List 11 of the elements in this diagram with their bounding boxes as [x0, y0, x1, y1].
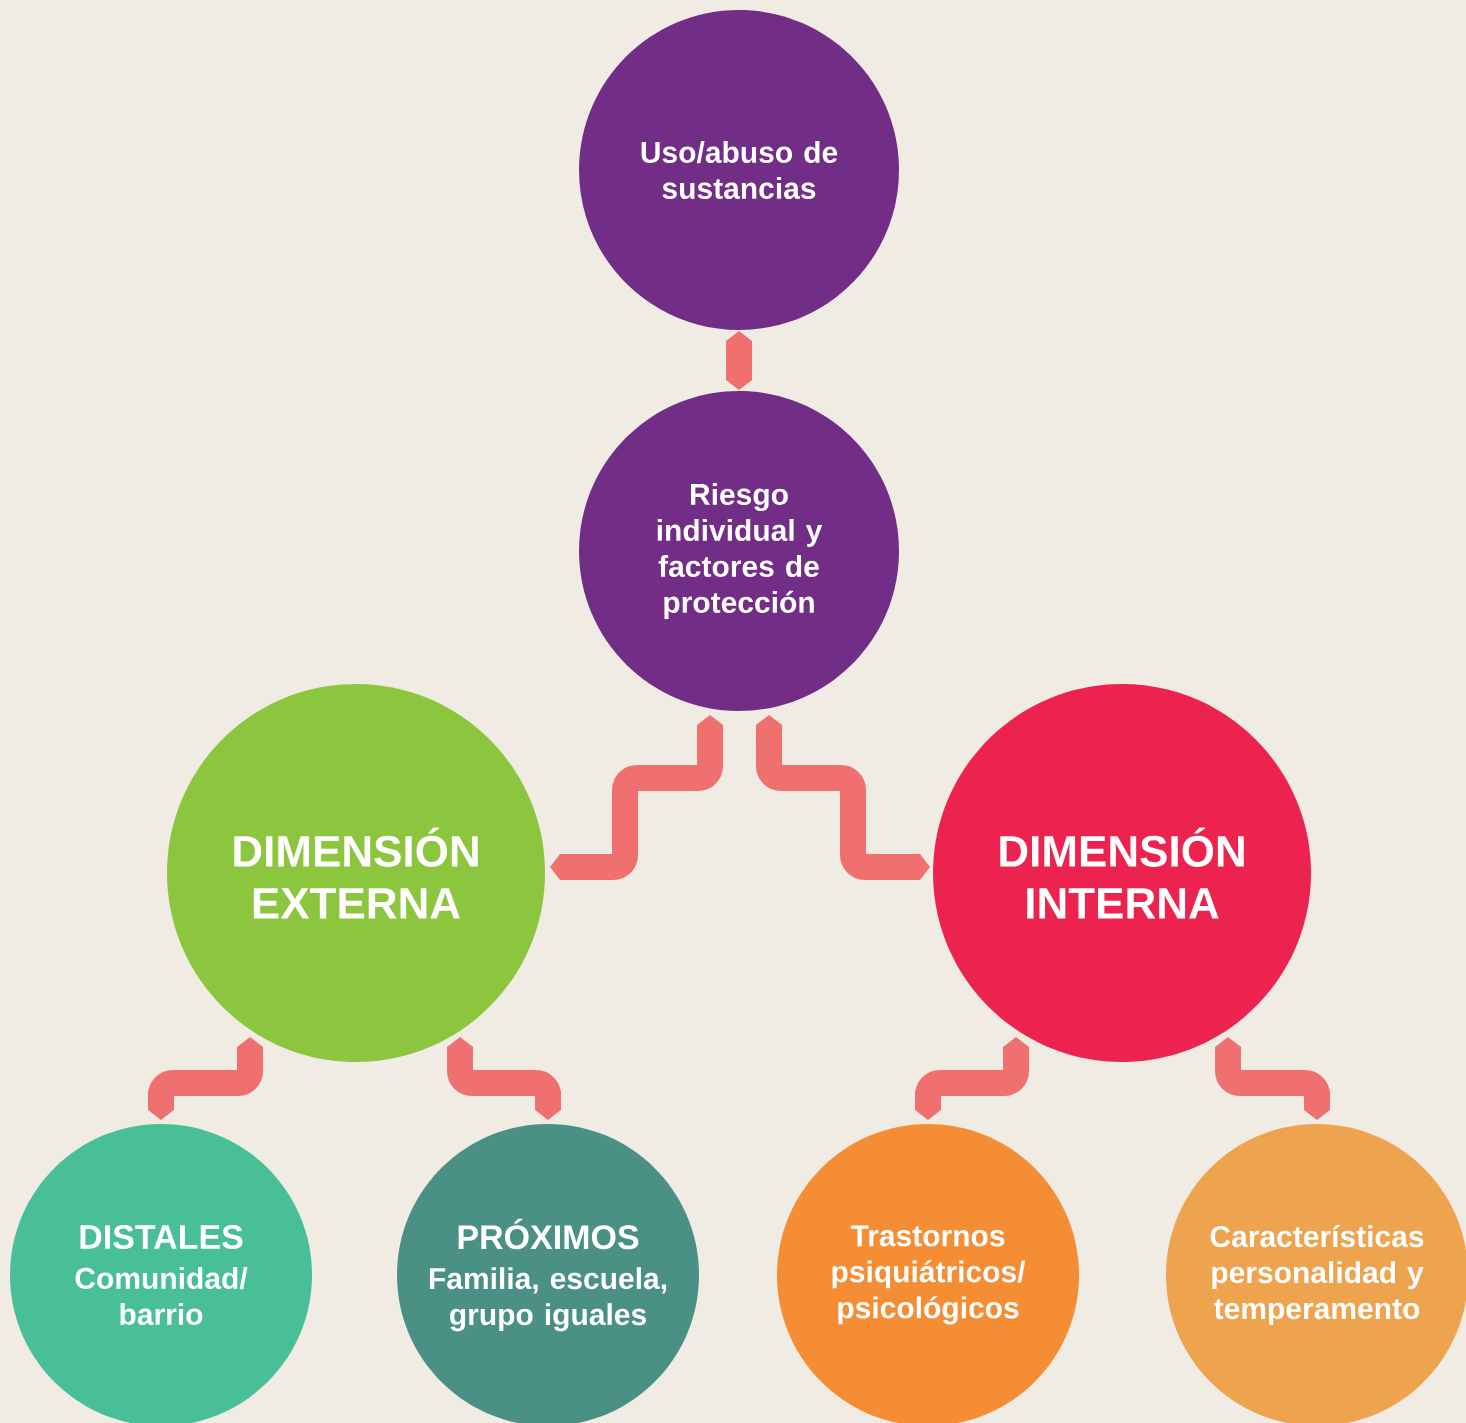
connector-arrow	[915, 1037, 1029, 1120]
connector-arrow	[148, 1037, 263, 1120]
connector-arrow	[726, 331, 752, 390]
circle-node: DIMENSIÓN INTERNA	[933, 684, 1311, 1062]
circle-node: Riesgo individual y factores de protección	[579, 391, 899, 711]
connector-arrow	[550, 715, 723, 880]
connector-arrow	[756, 715, 930, 880]
connector-arrow	[447, 1037, 561, 1120]
circle-node: Uso/abuso de sustancias	[579, 10, 899, 330]
circle-node: DIMENSIÓN EXTERNA	[167, 684, 545, 1062]
connector-arrow	[1215, 1037, 1330, 1120]
